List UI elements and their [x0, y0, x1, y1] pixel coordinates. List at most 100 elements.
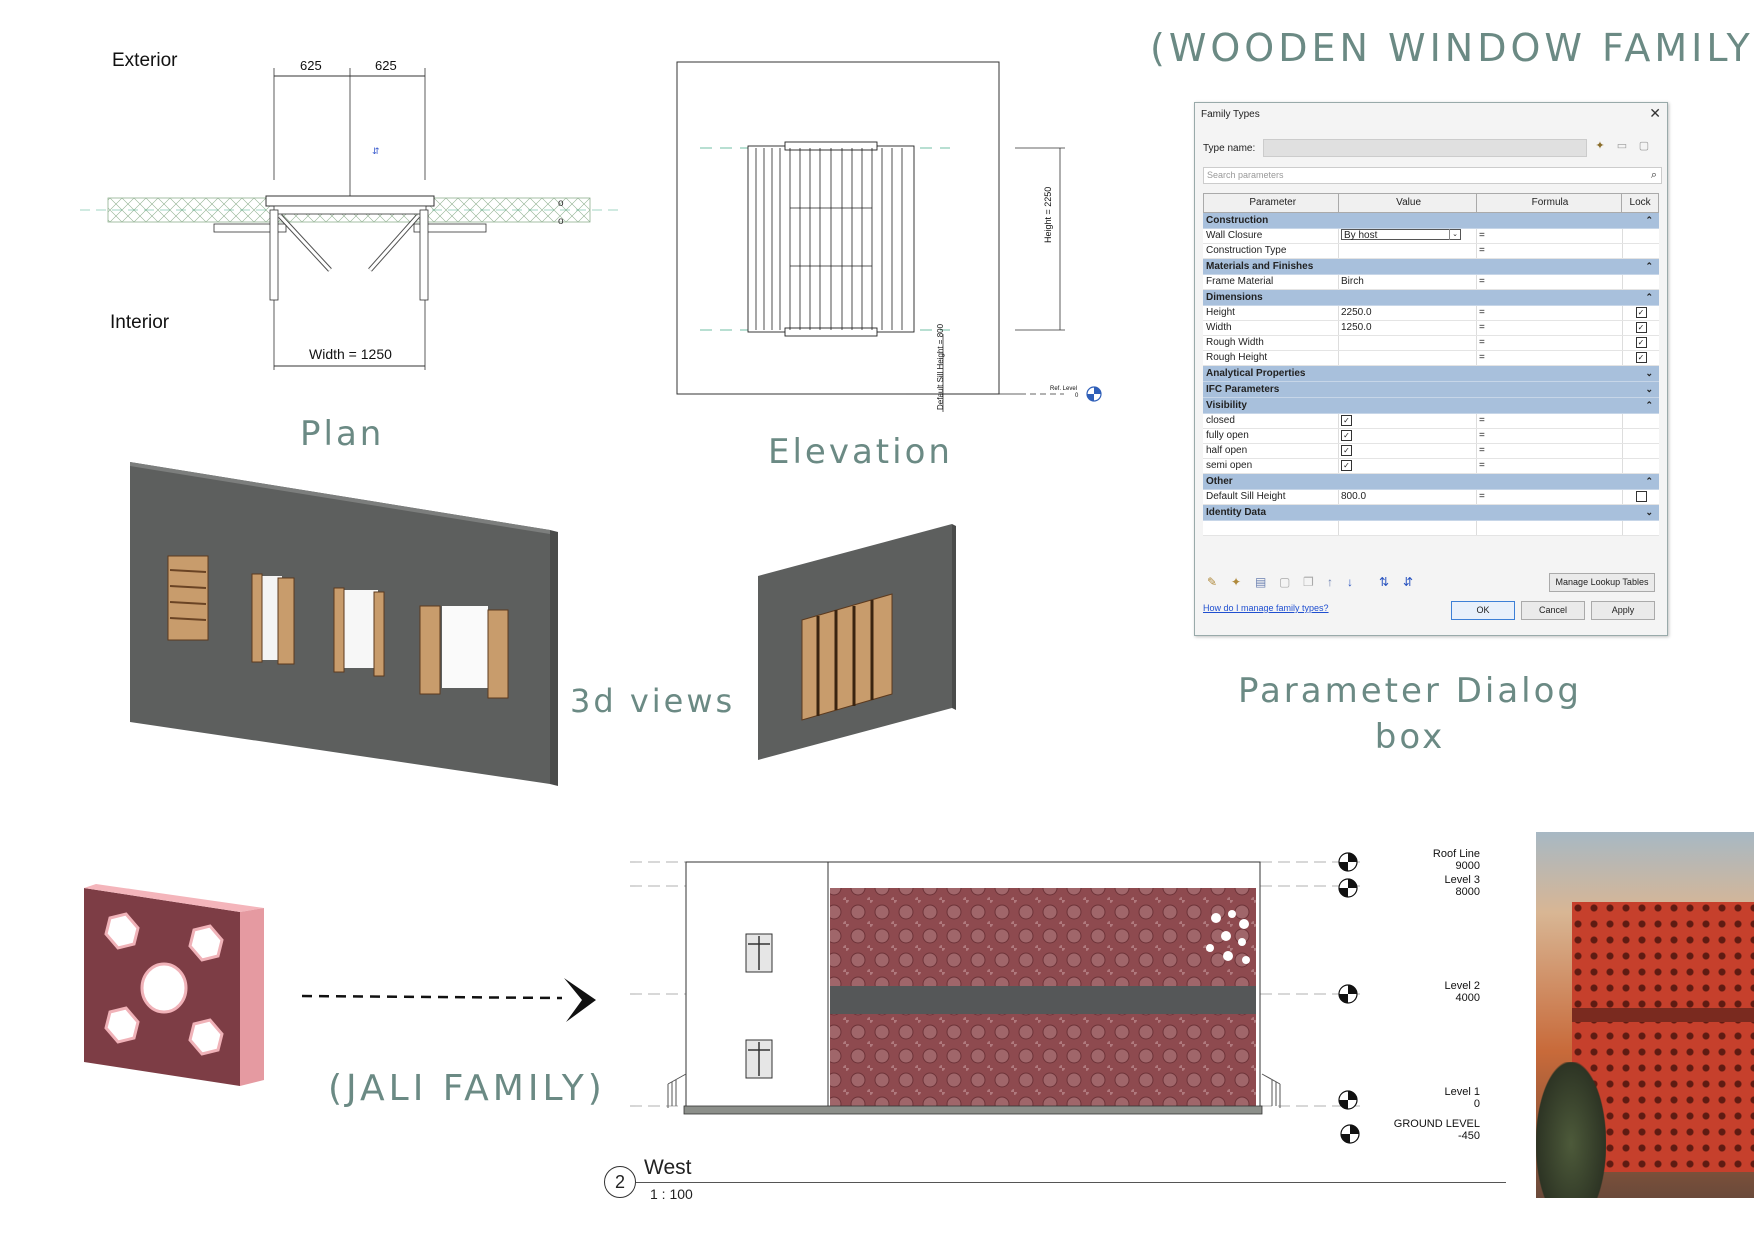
col-formula[interactable]: Formula: [1477, 194, 1623, 212]
parameter-lock[interactable]: [1623, 244, 1659, 258]
parameter-lock[interactable]: ✓: [1623, 336, 1659, 350]
lock-checkbox[interactable]: ✓: [1635, 336, 1647, 348]
col-parameter[interactable]: Parameter: [1204, 194, 1340, 212]
modify-parameter-icon[interactable]: ▤: [1255, 575, 1267, 589]
search-parameters-input[interactable]: Search parameters ⌕: [1203, 167, 1662, 184]
sort-descending-icon[interactable]: ⇵: [1403, 575, 1414, 589]
parameter-formula[interactable]: =: [1477, 414, 1623, 428]
arrow-right-icon: [301, 978, 596, 1022]
parameter-lock[interactable]: [1623, 429, 1659, 443]
parameter-lock[interactable]: [1623, 444, 1659, 458]
parameter-formula[interactable]: =: [1477, 244, 1623, 258]
parameter-formula[interactable]: =: [1477, 444, 1623, 458]
parameter-lock[interactable]: ✓: [1623, 351, 1659, 365]
lock-checkbox[interactable]: [1635, 490, 1647, 502]
parameter-formula[interactable]: =: [1477, 275, 1623, 289]
group-header[interactable]: Materials and Finishes⌃: [1203, 259, 1659, 275]
checkbox[interactable]: ✓: [1341, 459, 1352, 471]
close-icon[interactable]: ✕: [1649, 105, 1661, 121]
move-up-icon[interactable]: ↑: [1327, 575, 1333, 589]
chevron-up-icon[interactable]: ⌃: [1645, 261, 1653, 271]
ok-button[interactable]: OK: [1451, 601, 1515, 620]
chevron-up-icon[interactable]: ⌃: [1645, 292, 1653, 302]
edit-icon[interactable]: ✎: [1207, 575, 1218, 589]
parameter-formula[interactable]: =: [1477, 229, 1623, 243]
parameter-lock[interactable]: [1623, 490, 1659, 504]
new-type-icon[interactable]: ✦: [1595, 140, 1605, 152]
checkbox[interactable]: ✓: [1341, 444, 1352, 456]
parameter-formula[interactable]: =: [1477, 351, 1623, 365]
parameter-formula[interactable]: =: [1477, 321, 1623, 335]
parameter-formula[interactable]: =: [1477, 336, 1623, 350]
parameters-grid: Parameter Value Formula Lock Constructio…: [1203, 193, 1659, 536]
group-header[interactable]: Other ⌃: [1203, 474, 1659, 490]
parameter-value[interactable]: 1250.0: [1339, 321, 1477, 335]
parameter-formula[interactable]: =: [1477, 306, 1623, 320]
type-name-select[interactable]: [1263, 139, 1587, 157]
col-value[interactable]: Value: [1339, 194, 1477, 212]
group-header[interactable]: Visibility⌃: [1203, 398, 1659, 414]
group-name: Other: [1206, 476, 1233, 487]
parameter-value[interactable]: [1339, 336, 1477, 350]
chevron-up-icon[interactable]: ⌃: [1645, 476, 1653, 486]
empty-cell: [1623, 521, 1659, 535]
parameter-value[interactable]: 800.0: [1339, 490, 1477, 504]
parameter-name: Rough Width: [1203, 336, 1339, 350]
parameter-value[interactable]: ✓: [1339, 444, 1477, 458]
copy-parameter-icon[interactable]: ❐: [1303, 575, 1314, 589]
chevron-down-icon[interactable]: ⌄: [1449, 229, 1460, 240]
level-ground: GROUND LEVEL -450: [1360, 1118, 1480, 1142]
parameter-lock[interactable]: [1623, 275, 1659, 289]
parameter-value[interactable]: 2250.0: [1339, 306, 1477, 320]
parameter-value[interactable]: By host⌄: [1339, 229, 1477, 243]
delete-parameter-icon[interactable]: ▢: [1279, 575, 1291, 589]
col-lock[interactable]: Lock: [1629, 197, 1651, 208]
delete-type-icon[interactable]: ▢: [1638, 140, 1650, 152]
level-value: 9000: [1455, 860, 1480, 872]
checkbox[interactable]: ✓: [1341, 429, 1352, 441]
elevation-drawing: [676, 61, 1102, 412]
parameter-lock[interactable]: [1623, 229, 1659, 243]
plan-exterior-label: Exterior: [112, 50, 178, 71]
cancel-button[interactable]: Cancel: [1521, 601, 1585, 620]
chevron-down-icon[interactable]: ⌄: [1645, 368, 1653, 378]
group-header[interactable]: IFC Parameters⌄: [1203, 382, 1659, 398]
empty-cell: [1203, 521, 1339, 535]
move-down-icon[interactable]: ↓: [1347, 575, 1353, 589]
parameter-value[interactable]: Birch: [1339, 275, 1477, 289]
manage-lookup-tables-button[interactable]: Manage Lookup Tables: [1549, 573, 1655, 592]
group-header[interactable]: Dimensions⌃: [1203, 290, 1659, 306]
new-parameter-icon[interactable]: ✦: [1231, 575, 1242, 589]
help-link[interactable]: How do I manage family types?: [1203, 603, 1329, 613]
parameter-formula[interactable]: =: [1477, 429, 1623, 443]
lock-checkbox[interactable]: ✓: [1635, 306, 1647, 318]
group-header[interactable]: Analytical Properties⌄: [1203, 366, 1659, 382]
value-dropdown[interactable]: By host⌄: [1341, 229, 1461, 241]
lock-checkbox[interactable]: ✓: [1635, 351, 1647, 363]
parameter-formula[interactable]: =: [1477, 490, 1623, 504]
rename-type-icon[interactable]: ▭: [1616, 140, 1628, 152]
checkbox[interactable]: ✓: [1341, 414, 1352, 426]
lock-checkbox[interactable]: ✓: [1635, 321, 1647, 333]
parameter-name: Frame Material: [1203, 275, 1339, 289]
chevron-up-icon[interactable]: ⌃: [1645, 215, 1653, 225]
parameter-value[interactable]: ✓: [1339, 459, 1477, 473]
group-header[interactable]: Construction⌃: [1203, 213, 1659, 229]
parameter-lock[interactable]: [1623, 459, 1659, 473]
chevron-up-icon[interactable]: ⌃: [1645, 400, 1653, 410]
group-header[interactable]: Identity Data⌄: [1203, 505, 1659, 521]
parameter-formula[interactable]: =: [1477, 459, 1623, 473]
chevron-down-icon[interactable]: ⌄: [1645, 384, 1653, 394]
parameter-lock[interactable]: [1623, 414, 1659, 428]
sort-ascending-icon[interactable]: ⇅: [1379, 575, 1390, 589]
plan-dim-right: 625: [375, 58, 397, 73]
parameter-value[interactable]: [1339, 244, 1477, 258]
apply-button[interactable]: Apply: [1591, 601, 1655, 620]
parameter-lock[interactable]: ✓: [1623, 321, 1659, 335]
parameter-lock[interactable]: ✓: [1623, 306, 1659, 320]
parameter-value[interactable]: ✓: [1339, 429, 1477, 443]
parameter-value[interactable]: [1339, 351, 1477, 365]
chevron-down-icon[interactable]: ⌄: [1645, 507, 1653, 517]
parameter-value[interactable]: ✓: [1339, 414, 1477, 428]
